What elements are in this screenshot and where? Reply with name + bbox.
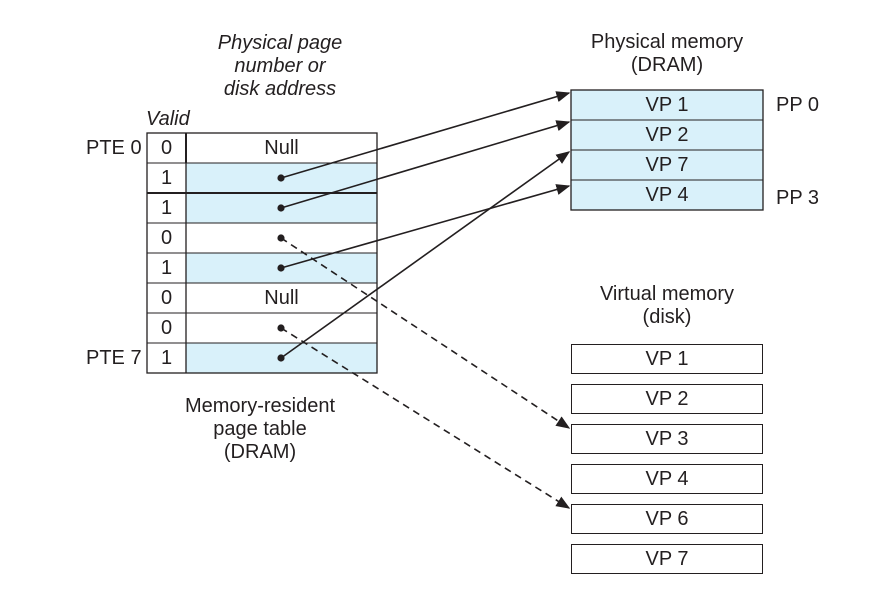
caption-line-1: Memory-resident: [184, 395, 336, 417]
physical-memory-title-line-2: (DRAM): [630, 54, 704, 76]
disk-pointer-arrow: [280, 327, 571, 509]
physical-page-fill: [571, 180, 763, 210]
pte-valid-cell: 0: [160, 317, 173, 339]
addr-column-header: Physical page number or disk address: [190, 32, 370, 101]
pte-first-label: PTE 0: [86, 137, 142, 159]
pte-addr-cell: [186, 343, 377, 373]
addr-header-line-3: disk address: [223, 78, 337, 100]
physical-page: VP 4: [645, 184, 689, 206]
pp-first-label: PP 0: [776, 94, 819, 116]
valid-column-header: Valid: [146, 108, 190, 130]
pte-valid-cell: 0: [160, 137, 173, 159]
page-table-row: 1: [147, 343, 377, 373]
pte-valid-cell: 1: [160, 167, 173, 189]
pte-addr-cell: Null: [264, 287, 299, 309]
pte-valid-cell: 0: [160, 227, 173, 249]
page-table-row: Null 0: [147, 133, 377, 163]
physical-page: VP 2: [645, 124, 689, 146]
pte-valid-cell: 1: [160, 197, 173, 219]
virtual-memory-title-line-1: Virtual memory: [599, 283, 735, 305]
page-table-row: 1: [147, 193, 377, 223]
physical-memory-title: Physical memory (DRAM): [557, 31, 777, 77]
pte-addr-cell: [186, 193, 377, 223]
physical-page: VP 7: [645, 154, 689, 176]
pte-addr-cell: [186, 253, 377, 283]
virtual-page: VP 4: [571, 464, 763, 494]
addr-header-line-1: Physical page: [217, 32, 343, 54]
physical-page-fill: [571, 150, 763, 180]
pte-addr-cell: Null: [264, 137, 299, 159]
pte-addr-cell: [186, 223, 377, 253]
physical-page-fill: [571, 120, 763, 150]
pte-addr-cell: [186, 313, 377, 343]
caption-line-2: page table: [213, 418, 307, 440]
virtual-page: VP 3: [571, 424, 763, 454]
pp-last-label: PP 3: [776, 187, 819, 209]
physical-page-fill: [571, 90, 763, 120]
page-table-row: 1: [147, 163, 377, 193]
virtual-memory-title-line-2: (disk): [642, 306, 692, 328]
page-table-row: 0: [147, 223, 377, 253]
pte-last-label: PTE 7: [86, 347, 142, 369]
pte-valid-cell: 1: [160, 257, 173, 279]
pte-addr-cell: [186, 163, 377, 193]
page-table-caption: Memory-resident page table (DRAM): [160, 395, 360, 464]
physical-memory-title-line-1: Physical memory: [590, 31, 744, 53]
physical-pointer-arrow: [280, 120, 571, 209]
pte-valid-cell: 1: [160, 347, 173, 369]
virtual-page: VP 6: [571, 504, 763, 534]
physical-pointer-arrow: [280, 151, 571, 359]
page-table-row: 1: [147, 253, 377, 283]
virtual-memory-title: Virtual memory (disk): [557, 283, 777, 329]
addr-header-line-2: number or: [234, 55, 326, 77]
caption-line-3: (DRAM): [223, 441, 297, 463]
page-table-row: 0: [147, 313, 377, 343]
physical-pointer-arrow: [280, 91, 571, 179]
virtual-page: VP 2: [571, 384, 763, 414]
virtual-page: VP 1: [571, 344, 763, 374]
disk-pointer-arrow: [280, 237, 571, 429]
virtual-page: VP 7: [571, 544, 763, 574]
physical-page: VP 1: [645, 94, 689, 116]
page-table-row: Null 0: [147, 283, 377, 313]
pte-valid-cell: 0: [160, 287, 173, 309]
physical-pointer-arrow: [280, 184, 571, 269]
